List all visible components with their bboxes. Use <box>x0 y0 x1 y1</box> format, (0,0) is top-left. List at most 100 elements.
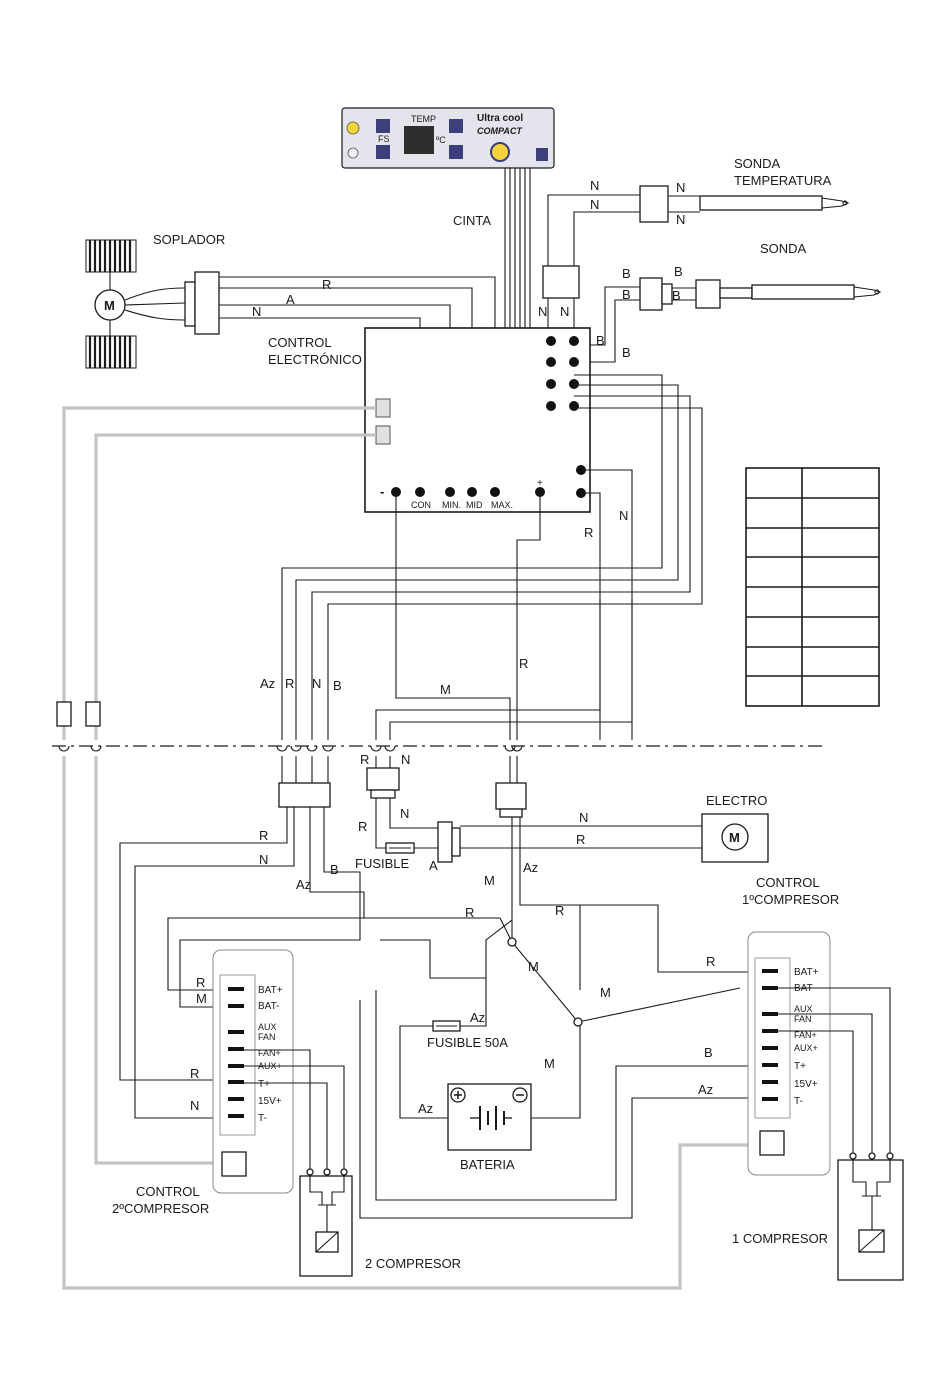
minus-label: - <box>380 484 384 499</box>
wire-label: N <box>259 852 268 867</box>
snowflake-icon <box>347 147 359 159</box>
compresor-1-label: 1 COMPRESOR <box>732 1231 828 1246</box>
ctrl2-fan-plus: FAN+ <box>258 1048 281 1058</box>
ctrl2-bat-plus: BAT+ <box>258 985 283 996</box>
ctrl2-t-minus: T- <box>258 1113 267 1124</box>
wire-label: B <box>596 333 605 348</box>
wire-label: B <box>672 288 681 303</box>
wire-label: B <box>704 1045 713 1060</box>
compressor-1 <box>837 1152 904 1281</box>
control-2-label-1: CONTROL <box>136 1184 200 1199</box>
connector-a <box>366 767 400 791</box>
wire-label: R <box>196 975 205 990</box>
brand-line2: COMPACT <box>477 126 523 136</box>
left-connector-2 <box>85 701 101 727</box>
wire-label: Az <box>296 877 311 892</box>
sonda-label: SONDA <box>760 241 807 256</box>
wire-label: Az <box>523 860 538 875</box>
wire-label: R <box>706 954 715 969</box>
wire-label: R <box>576 832 585 847</box>
wire-label: R <box>285 676 294 691</box>
ctrl2-fan: FAN <box>258 1032 276 1042</box>
wire-label: N <box>579 810 588 825</box>
wire-label: R <box>465 905 474 920</box>
wire-label: M <box>544 1056 555 1071</box>
wire-label: R <box>190 1066 199 1081</box>
wire-label: N <box>676 212 685 227</box>
fan-wheel-top <box>85 239 137 273</box>
electro-connector-left <box>437 821 453 863</box>
wire-label: A <box>286 292 295 307</box>
ctrl1-aux-plus: AUX+ <box>794 1043 818 1053</box>
wire-label: R <box>358 819 367 834</box>
brand-line1: Ultra cool <box>477 113 523 124</box>
wire-label: M <box>600 985 611 1000</box>
wire-label: R <box>519 656 528 671</box>
temp-up-button[interactable] <box>449 119 463 133</box>
wire-label: R <box>584 525 593 540</box>
ce-terminal-con: CON <box>411 500 431 510</box>
sonda-temp-label-1: SONDA <box>734 156 781 171</box>
ctrl2-aux: AUX <box>258 1022 277 1032</box>
wire-label: B <box>330 862 339 877</box>
fan-down-button[interactable] <box>376 145 390 159</box>
wire-label: B <box>622 345 631 360</box>
wire-label: B <box>622 266 631 281</box>
ce-terminal-mid: MID <box>466 500 483 510</box>
evaporator-probe: B B B B B B <box>590 264 882 363</box>
ctrl1-15v: 15V+ <box>794 1079 818 1090</box>
temperature-display <box>404 126 434 154</box>
wire-label: N <box>401 752 410 767</box>
wire-label: N <box>590 197 599 212</box>
temp-label: TEMP <box>411 114 436 124</box>
wire-label: M <box>484 873 495 888</box>
wire-label: Az <box>418 1101 433 1116</box>
temp-down-button[interactable] <box>449 145 463 159</box>
wire-label: N <box>676 180 685 195</box>
wire-label: N <box>190 1098 199 1113</box>
blower: M <box>85 239 220 369</box>
wire-label: Az <box>470 1010 485 1025</box>
control-panel: FS TEMP ºC Ultra cool COMPACT <box>341 107 555 169</box>
ctrl2-t-plus: T+ <box>258 1079 270 1090</box>
fusible-label: FUSIBLE <box>355 856 410 871</box>
wire-label: N <box>400 806 409 821</box>
wire-label: B <box>622 287 631 302</box>
wire-label: R <box>259 828 268 843</box>
bateria-label: BATERIA <box>460 1157 515 1172</box>
ctrl1-fan: FAN <box>794 1014 812 1024</box>
control-1-label-1: CONTROL <box>756 875 820 890</box>
temperature-probe: N N N N <box>547 178 850 268</box>
sonda-temp-label-2: TEMPERATURA <box>734 173 832 188</box>
ctrl2-bat-minus: BAT- <box>258 1001 279 1012</box>
compresor-2-label: 2 COMPRESOR <box>365 1256 461 1271</box>
power-knob[interactable] <box>490 142 510 162</box>
ctrl2-15v: 15V+ <box>258 1096 282 1107</box>
control-electronico-label-2: ELECTRÓNICO <box>268 352 362 367</box>
fan-up-button[interactable] <box>376 119 390 133</box>
soplador-label: SOPLADOR <box>153 232 225 247</box>
left-connector-1 <box>56 701 72 727</box>
center-connector <box>495 782 527 810</box>
ribbon-cable <box>504 168 531 328</box>
ctrl1-t-minus: T- <box>794 1096 803 1107</box>
fs-label: FS <box>378 134 390 144</box>
bundle-connector <box>278 782 331 808</box>
battery <box>447 1083 532 1151</box>
wire-label: N <box>538 304 547 319</box>
ctrl1-fan-plus: FAN+ <box>794 1030 817 1040</box>
wire-label: M <box>196 991 207 1006</box>
mode-button[interactable] <box>536 148 548 161</box>
unit-label: ºC <box>436 135 446 145</box>
electro-motor-icon <box>721 823 749 851</box>
wire-label: M <box>440 682 451 697</box>
ctrl1-bat-plus: BAT+ <box>794 967 819 978</box>
compressor-2 <box>299 1168 353 1277</box>
wire-label: N <box>560 304 569 319</box>
ce-terminal-min: MIN. <box>442 500 461 510</box>
cinta-label: CINTA <box>453 213 491 228</box>
wire-label: M <box>528 959 539 974</box>
wire-label: N <box>312 676 321 691</box>
electronic-control: - + CON MIN. MID MAX. <box>364 327 591 513</box>
